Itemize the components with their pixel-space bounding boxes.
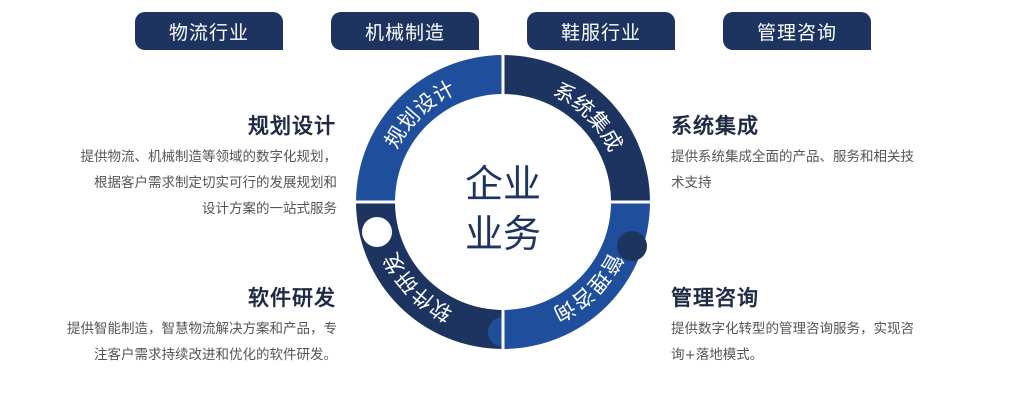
tab-logistics[interactable]: 物流行业 [135,12,283,50]
ring-segment-integration [503,55,650,202]
integration-desc: 提供系统集成全面的产品、服务和相关技 术支持 [671,144,971,196]
planning-desc-line: 根据客户需求制定切实可行的发展规划和 [94,175,337,191]
planning-desc: 提供物流、机械制造等领域的数字化规划， 根据客户需求制定切实可行的发展规划和 设… [17,144,338,222]
tab-apparel[interactable]: 鞋服行业 [527,12,675,50]
ring-segment-software [356,202,503,349]
software-desc: 提供智能制造，智慧物流解决方案和产品，专 注客户需求持续改进和优化的软件研发。 [7,316,337,368]
ring-segment-consulting [503,202,650,349]
tab-consulting[interactable]: 管理咨询 [723,12,871,50]
center-title-line1: 企业 [465,162,541,206]
puzzle-tab [617,231,647,261]
consulting-desc-line: 询+落地模式。 [671,347,764,363]
integration-title: 系统集成 [671,114,759,138]
integration-desc-line: 术支持 [671,175,712,191]
planning-desc-line: 提供物流、机械制造等领域的数字化规划， [80,149,338,165]
planning-title: 规划设计 [248,114,336,138]
software-desc-line: 提供智能制造，智慧物流解决方案和产品，专 [67,321,337,337]
software-desc-line: 注客户需求持续改进和优化的软件研发。 [94,347,337,363]
ring-segment-planning [356,55,503,202]
puzzle-tab [362,217,392,247]
integration-desc-line: 提供系统集成全面的产品、服务和相关技 [671,149,914,165]
consulting-desc-line: 提供数字化转型的管理咨询服务，实现咨 [671,321,914,337]
tab-machinery[interactable]: 机械制造 [331,12,479,50]
center-title-line2: 业务 [465,212,541,256]
consulting-desc: 提供数字化转型的管理咨询服务，实现咨 询+落地模式。 [671,316,971,368]
planning-desc-line: 设计方案的一站式服务 [202,201,337,217]
consulting-title: 管理咨询 [671,286,759,310]
software-title: 软件研发 [248,286,336,310]
